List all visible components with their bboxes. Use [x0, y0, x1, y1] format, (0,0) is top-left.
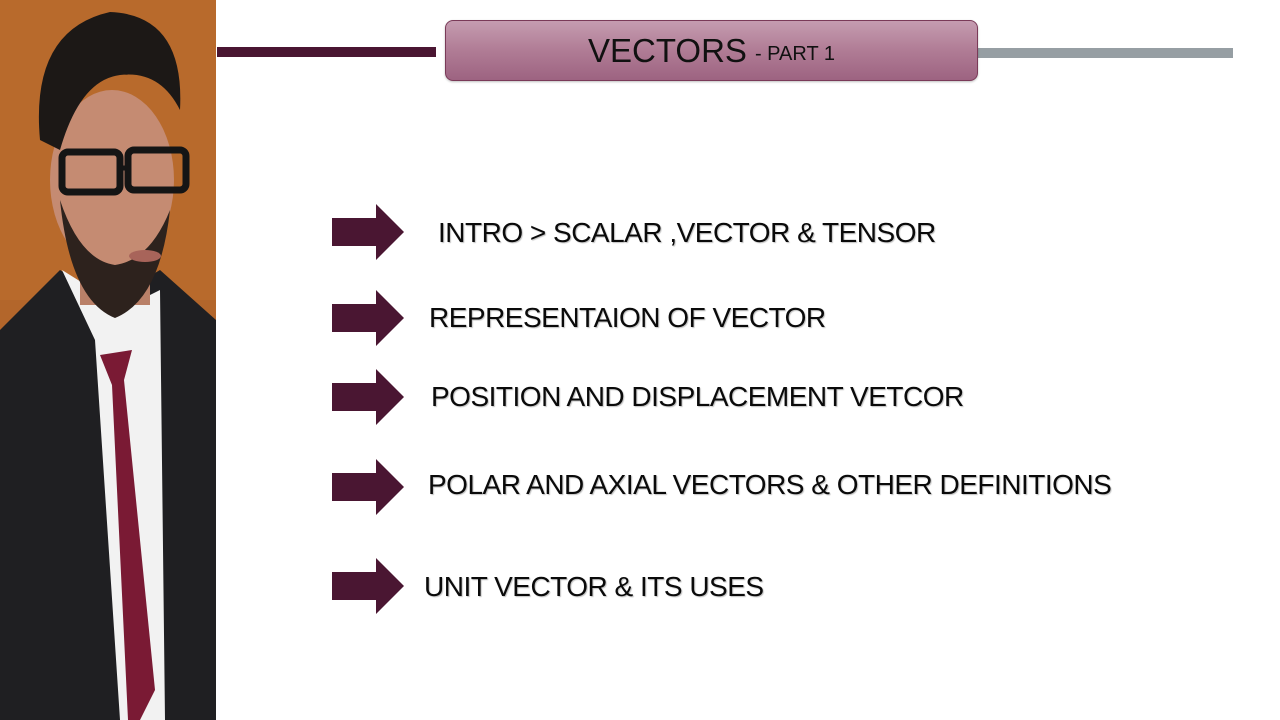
- topic-item: POSITION AND DISPLACEMENT VETCOR: [0, 369, 1280, 429]
- slide-subtitle: - PART 1: [754, 43, 835, 65]
- topic-item: INTRO > SCALAR ,VECTOR & TENSOR: [0, 204, 1280, 264]
- topic-label: POSITION AND DISPLACEMENT VETCOR: [431, 381, 964, 412]
- arrow-right-icon: [332, 558, 404, 614]
- arrow-right-icon: [332, 290, 404, 346]
- topic-item: REPRESENTAION OF VECTOR: [0, 290, 1280, 350]
- slide-title-box: VECTORS - PART 1: [445, 20, 978, 81]
- topic-item: UNIT VECTOR & ITS USES: [0, 558, 1280, 618]
- presenter-photo: [0, 0, 216, 720]
- arrow-right-icon: [332, 204, 404, 260]
- arrow-right-icon: [332, 369, 404, 425]
- slide-title: VECTORS: [588, 31, 747, 69]
- topic-label: POLAR AND AXIAL VECTORS & OTHER DEFINITI…: [428, 469, 1112, 500]
- topic-label: REPRESENTAION OF VECTOR: [429, 302, 826, 333]
- topic-label: INTRO > SCALAR ,VECTOR & TENSOR: [438, 217, 936, 248]
- arrow-right-icon: [332, 459, 404, 515]
- title-accent-bar-right: [978, 48, 1233, 58]
- presenter-portrait-image: [0, 0, 216, 720]
- topic-item: POLAR AND AXIAL VECTORS & OTHER DEFINITI…: [0, 459, 1280, 519]
- title-accent-bar-left: [217, 47, 436, 57]
- topic-label: UNIT VECTOR & ITS USES: [424, 571, 764, 602]
